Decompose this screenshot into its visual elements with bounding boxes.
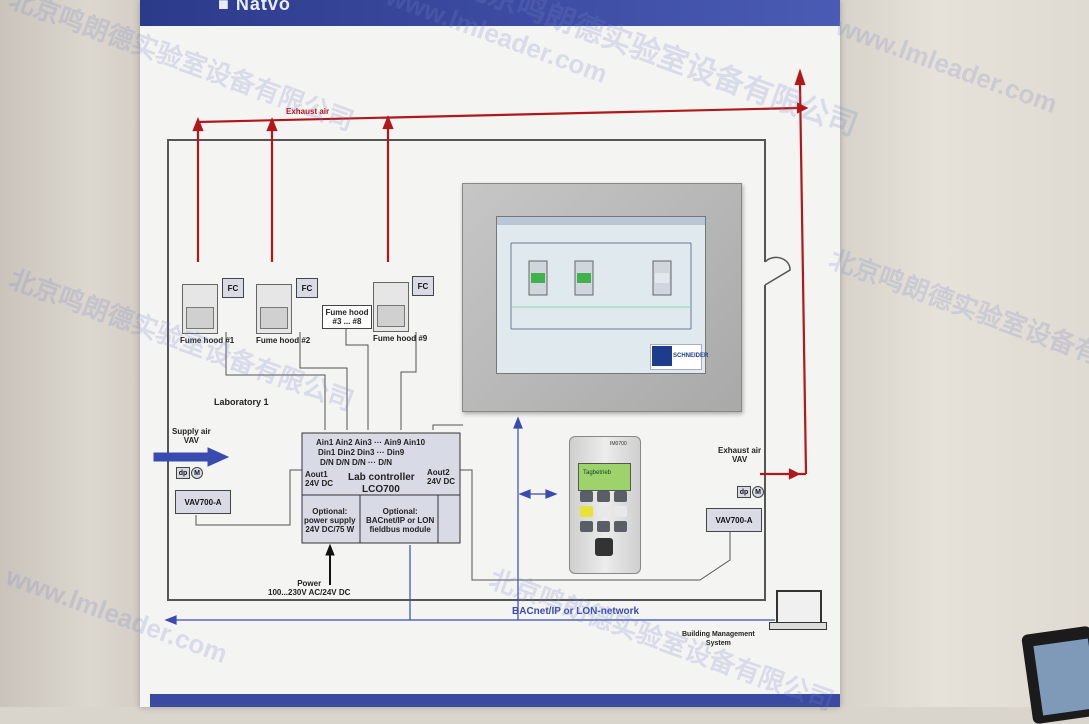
supply-air-arrow — [153, 447, 230, 467]
controller-aout1: Aout1 24V DC — [305, 470, 334, 488]
device-model-label: IM0700 — [610, 441, 627, 447]
supply-air-vav-label: Supply air VAV — [172, 427, 211, 445]
fume-hood-2-label: Fume hood #2 — [256, 336, 311, 345]
exhaust-air-vav-label: Exhaust air VAV — [718, 446, 762, 464]
vav700-right: VAV700-A — [706, 508, 762, 532]
exhaust-air-lines — [192, 68, 809, 480]
device-button-2[interactable] — [597, 491, 610, 502]
fume-hood-9-label: Fume hood #9 — [373, 334, 428, 343]
controller-aout2: Aout2 24V DC — [427, 468, 456, 486]
board-footer-bar — [150, 694, 840, 707]
controller-optional-bacnet: Optional: BACnet/IP or LON fieldbus modu… — [366, 507, 435, 534]
controller-inputs-row1: Ain1 Ain2 Ain3 ··· Ain9 Ain10 — [316, 438, 426, 447]
fc-box-2: FC — [296, 278, 318, 298]
laboratory-boundary — [167, 139, 766, 601]
touchscreen-graphic — [497, 217, 705, 330]
device-lcd-text: Tagbetrieb — [583, 470, 612, 476]
controller-model: LCO700 — [362, 484, 400, 495]
device-lcd — [578, 463, 631, 491]
board-header-bar — [140, 0, 840, 26]
vav700-left: VAV700-A — [175, 490, 231, 514]
power-label: Power 100...230V AC/24V DC — [268, 579, 351, 597]
device-button-1[interactable] — [580, 491, 593, 502]
bms-laptop-icon — [776, 590, 822, 624]
dp-left: dp — [176, 467, 190, 479]
network-bus — [164, 416, 775, 625]
door-arc — [764, 256, 791, 286]
controller-inputs-row2: Din1 Din2 Din3 ··· Din9 — [318, 448, 405, 457]
device-button-6[interactable] — [614, 506, 627, 517]
fume-hood-2-illustration — [256, 284, 292, 334]
dp-right: dp — [737, 486, 751, 498]
wiring — [195, 328, 731, 585]
laboratory-label: Laboratory 1 — [214, 397, 269, 407]
device-button-7[interactable] — [580, 521, 593, 532]
motor-right: M — [752, 486, 764, 498]
schneider-logo-icon — [652, 346, 672, 366]
fc-box-9: FC — [412, 276, 434, 296]
bms-label: Building Management System — [682, 631, 755, 647]
board-title: ■ Natvo — [218, 0, 291, 14]
fume-hood-9-illustration — [373, 282, 409, 332]
device-button-5[interactable] — [597, 506, 610, 517]
fc-box-1: FC — [222, 278, 244, 298]
device-button-light[interactable] — [580, 506, 593, 517]
controller-inputs-row3: D/N D/N D/N ··· D/N — [320, 458, 392, 467]
tablet-screen — [1033, 638, 1089, 716]
power-arrow — [325, 543, 335, 585]
ventilation-diagram — [153, 68, 809, 625]
schneider-logo-text: SCHNEIDER — [673, 353, 709, 359]
wall-left — [0, 0, 150, 707]
motor-left: M — [191, 467, 203, 479]
fume-hood-1-illustration — [182, 284, 218, 334]
bms-laptop-base — [769, 622, 827, 630]
device-button-9[interactable] — [614, 521, 627, 532]
lab-controller-box — [301, 432, 461, 544]
controller-optional-power: Optional: power supply 24V DC/75 W — [304, 507, 356, 534]
network-label: BACnet/IP or LON-network — [512, 606, 640, 617]
wall-right — [835, 0, 1089, 707]
device-button-8[interactable] — [597, 521, 610, 532]
exhaust-air-top-label: Exhaust air — [286, 107, 330, 116]
fume-hood-middle-label: Fume hood #3 ... #8 — [322, 305, 372, 329]
controller-name: Lab controller — [348, 472, 415, 483]
fume-hood-1-label: Fume hood #1 — [180, 336, 235, 345]
device-key-switch-icon[interactable] — [595, 538, 613, 556]
device-button-3[interactable] — [614, 491, 627, 502]
